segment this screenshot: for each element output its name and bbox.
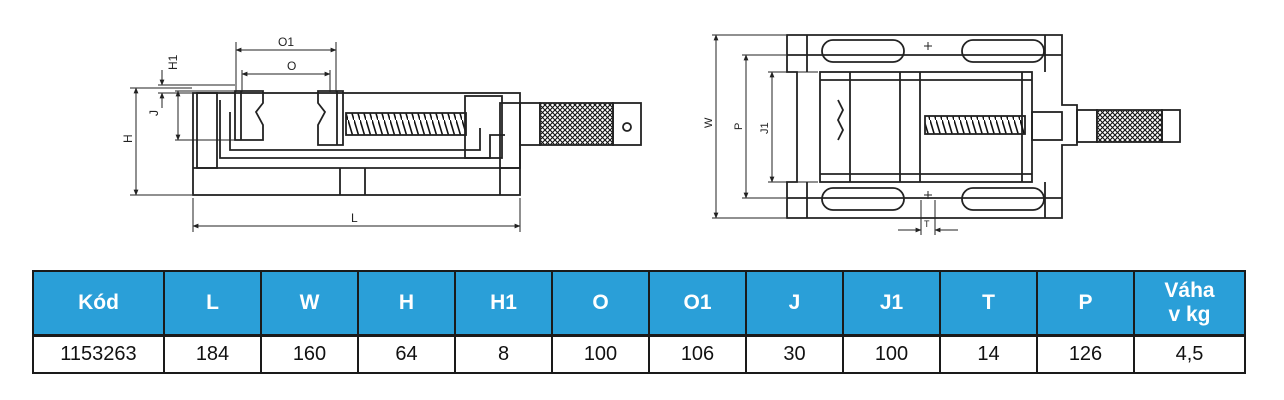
top-view	[786, 34, 1181, 219]
label-l: L	[351, 211, 358, 225]
cell-o1: 106	[648, 334, 747, 374]
cell-l: 184	[163, 334, 262, 374]
side-view-dimensions	[130, 42, 521, 232]
header-kod: Kód	[32, 270, 165, 337]
top-view-dimension-labels: W P J1 T	[703, 117, 930, 229]
cell-vaha: 4,5	[1133, 334, 1246, 374]
cell-j: 30	[745, 334, 844, 374]
header-j1: J1	[842, 270, 941, 337]
header-vaha: Váha v kg	[1133, 270, 1246, 337]
spec-table: Kód L W H H1 O O1 J J1 T P Váha v kg 115…	[32, 270, 1246, 374]
header-p: P	[1036, 270, 1135, 337]
technical-drawing: O1 O H1 J H L	[121, 34, 1181, 235]
label-o: O	[287, 59, 296, 73]
cell-w: 160	[260, 334, 359, 374]
header-h: H	[357, 270, 456, 337]
header-vaha-line2: v kg	[1168, 303, 1211, 326]
cell-h1: 8	[454, 334, 553, 374]
label-j1: J1	[759, 122, 771, 134]
table-row: 1153263 184 160 64 8 100 106 30 100 14 1…	[32, 334, 1246, 374]
label-o1: O1	[278, 35, 294, 49]
cell-j1: 100	[842, 334, 941, 374]
header-o: O	[551, 270, 650, 337]
top-view-dimensions	[712, 34, 958, 235]
cell-h: 64	[357, 334, 456, 374]
cell-p: 126	[1036, 334, 1135, 374]
label-t: T	[924, 219, 930, 229]
header-w: W	[260, 270, 359, 337]
header-o1: O1	[648, 270, 747, 337]
header-l: L	[163, 270, 262, 337]
cell-o: 100	[551, 334, 650, 374]
label-p: P	[733, 123, 745, 130]
label-h1: H1	[166, 54, 180, 70]
table-header-row: Kód L W H H1 O O1 J J1 T P Váha v kg	[32, 270, 1246, 337]
label-h: H	[121, 134, 135, 143]
cell-kod: 1153263	[32, 334, 165, 374]
header-j: J	[745, 270, 844, 337]
side-view-dimension-labels: O1 O H1 J H L	[121, 35, 358, 225]
side-view	[192, 90, 642, 196]
label-w: W	[703, 117, 715, 128]
header-t: T	[939, 270, 1038, 337]
header-vaha-line1: Váha	[1164, 279, 1215, 302]
header-h1: H1	[454, 270, 553, 337]
cell-t: 14	[939, 334, 1038, 374]
label-j: J	[147, 110, 161, 116]
